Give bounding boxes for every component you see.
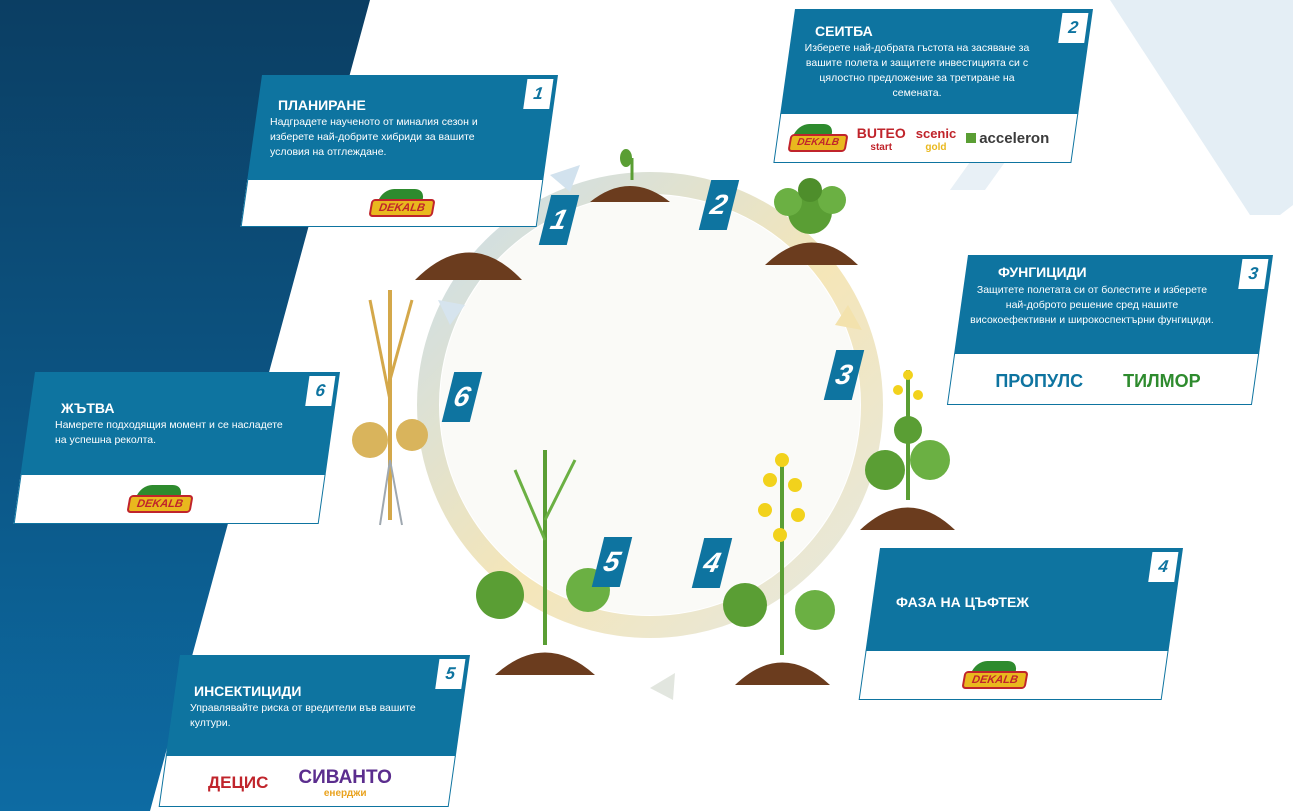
plant-young-icon <box>765 178 858 265</box>
stage-card-insecticides[interactable]: 5 ИНСЕКТИЦИДИ Управлявайте риска от вред… <box>158 655 470 807</box>
arrow-head <box>438 300 465 325</box>
stage-title: ФУНГИЦИДИ <box>998 264 1087 280</box>
plant-seedling-icon <box>590 149 670 202</box>
stage-number-badge: 6 <box>305 376 336 406</box>
dekalb-logo: DEKALB <box>959 661 1031 691</box>
decis-logo: ДЕЦИС <box>208 773 269 792</box>
stage-number-badge: 3 <box>1238 259 1269 289</box>
soil-mound-icon <box>415 252 522 280</box>
stage-description: Намерете подходящия момент и се насладет… <box>55 419 283 446</box>
logo-row: DEKALB <box>850 658 1140 694</box>
plant-harvest-icon <box>352 290 428 526</box>
arrow-head <box>835 305 862 330</box>
dekalb-logo: DEKALB <box>124 485 196 515</box>
stage-title: СЕИТБА <box>815 23 873 39</box>
stage-description: Изберете най-добрата гъстота на засяване… <box>804 42 1030 99</box>
sivanto-logo: СИВАНТО енерджи <box>298 767 392 799</box>
stage-description: Надградете наученото от миналия сезон и … <box>270 116 478 158</box>
cycle-ring <box>417 172 883 638</box>
buteo-logo: BUTEO start <box>856 125 906 153</box>
arrow-head <box>550 165 580 192</box>
propuls-logo: ПРОПУЛС <box>995 370 1084 391</box>
light-stripe-right <box>1110 0 1293 215</box>
scenic-logo: scenic gold <box>915 126 957 153</box>
stage-title: ФАЗА НА ЦЪФТЕЖ <box>896 594 1029 610</box>
stage-number-badge: 4 <box>1148 552 1179 582</box>
logo-row: ПРОПУЛС ТИЛМОР <box>953 361 1243 401</box>
plant-budding-icon <box>860 370 955 530</box>
stage-card-sowing[interactable]: 2 СЕИТБА Изберете най-добрата гъстота на… <box>773 9 1093 163</box>
tilmor-logo: ТИЛМОР <box>1123 370 1201 391</box>
plant-flowering-icon <box>723 453 835 685</box>
stage-number-badge: 2 <box>1058 13 1089 43</box>
stage-title: ПЛАНИРАНЕ <box>278 97 366 113</box>
stage-card-harvest[interactable]: 6 ЖЪТВА Намерете подходящия момент и се … <box>13 372 340 524</box>
dekalb-logo: DEKALB <box>366 189 438 219</box>
stage-number-badge: 1 <box>523 79 554 109</box>
dekalb-logo: DEKALB <box>785 124 849 154</box>
logo-row: DEKALB BUTEO start scenic gold acceleron <box>767 121 1067 157</box>
acceleron-logo: acceleron <box>966 130 1049 148</box>
stage-title: ИНСЕКТИЦИДИ <box>194 683 302 699</box>
logo-row: ДЕЦИС СИВАНТО енерджи <box>160 763 440 803</box>
logo-row: DEKALB <box>262 187 542 221</box>
stage-card-flowering[interactable]: 4 ФАЗА НА ЦЪФТЕЖ DEKALB <box>858 548 1183 700</box>
growth-cycle-diagram <box>352 149 955 700</box>
logo-row: DEKALB <box>15 482 305 518</box>
stage-number-badge: 5 <box>435 659 466 689</box>
stage-description: Управлявайте риска от вредители във ваши… <box>190 702 416 729</box>
arrow-head <box>650 673 675 700</box>
stage-card-planning[interactable]: 1 ПЛАНИРАНЕ Надградете наученото от мина… <box>240 75 558 227</box>
stage-description: Защитете полетата си от болестите и избе… <box>970 284 1214 326</box>
stage-card-fungicides[interactable]: 3 ФУНГИЦИДИ Защитете полетата си от боле… <box>946 255 1273 405</box>
stage-title: ЖЪТВА <box>61 400 115 416</box>
